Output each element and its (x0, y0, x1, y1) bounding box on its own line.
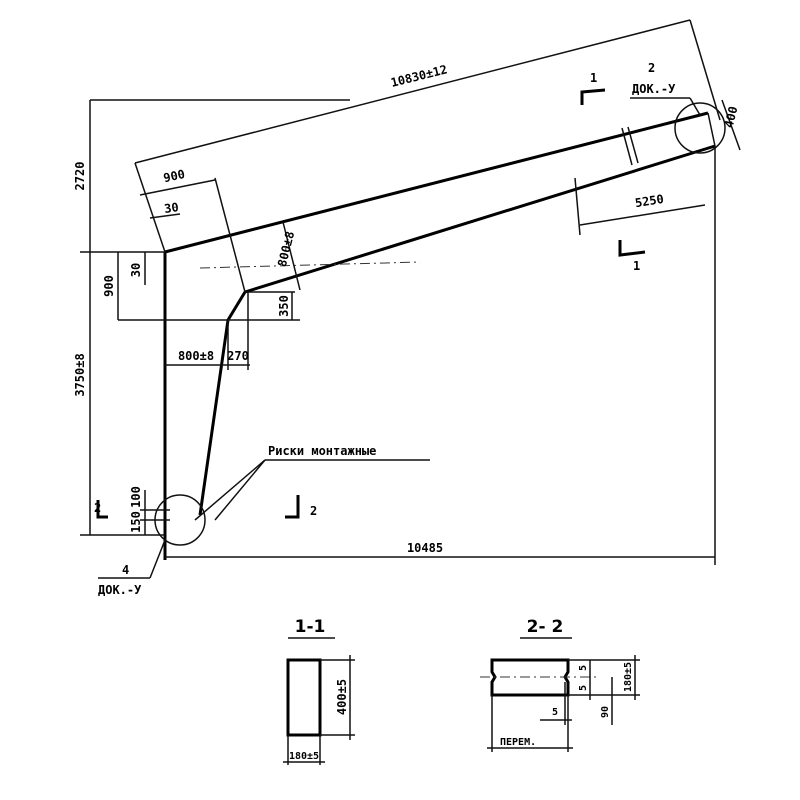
node-2-circle (674, 102, 726, 154)
dim-height-left: 3750±8 (73, 353, 87, 396)
dim-5250: 5250 (634, 192, 665, 210)
section-1-1-width: 180±5 (289, 751, 319, 762)
label-cut1-bottom: 1 (633, 259, 640, 273)
dim-150: 150 (129, 511, 143, 533)
label-node4-doc: ДОК.-У (98, 583, 142, 597)
dim-beam-depth: 800±8 (275, 230, 297, 268)
dim-270: 270 (227, 349, 249, 363)
dim-900-left: 900 (102, 275, 116, 297)
label-cut1-top: 1 (590, 71, 597, 85)
dim-overall-length: 10830±12 (389, 62, 448, 90)
label-mounting-marks: Риски монтажные (268, 444, 376, 458)
dim-30-left: 30 (129, 263, 143, 277)
dim-end-depth: 400 (722, 105, 741, 129)
section-2-2: 2- 2 180±5 5 5 90 5 ПЕРЕМ. (480, 617, 640, 752)
dim-900-top: 900 (162, 167, 186, 185)
label-node2-doc: ДОК.-У (632, 82, 676, 96)
label-node4-num: 4 (122, 563, 129, 577)
dim-span-bottom: 10485 (407, 541, 443, 555)
section-2-2-title: 2- 2 (527, 617, 564, 637)
dimension-lines (80, 19, 741, 579)
section-cut-marks (96, 88, 646, 519)
label-cut2-mid: 2 (310, 504, 317, 518)
dim-30-top: 30 (163, 200, 179, 216)
dim-100: 100 (129, 486, 143, 508)
section-2-2-d5-mid: 5 (578, 685, 589, 691)
label-node2-num: 2 (648, 61, 655, 75)
section-2-2-d90: 90 (600, 706, 611, 718)
section-2-2-d5-bottom: 5 (552, 707, 558, 718)
label-cut2-left: 2 (94, 501, 101, 515)
section-1-1: 1-1 400±5 180±5 (283, 617, 355, 765)
section-2-2-width-label: ПЕРЕМ. (500, 737, 536, 748)
section-2-2-height: 180±5 (623, 662, 634, 692)
section-1-1-title: 1-1 (295, 617, 326, 637)
section-2-2-d5-top: 5 (578, 665, 589, 671)
section-1-1-height: 400±5 (335, 679, 349, 715)
dim-col-width: 800±8 (178, 349, 214, 363)
beam-outline (163, 111, 716, 560)
dim-height-top: 2720 (73, 162, 87, 191)
dim-350: 350 (277, 295, 291, 317)
